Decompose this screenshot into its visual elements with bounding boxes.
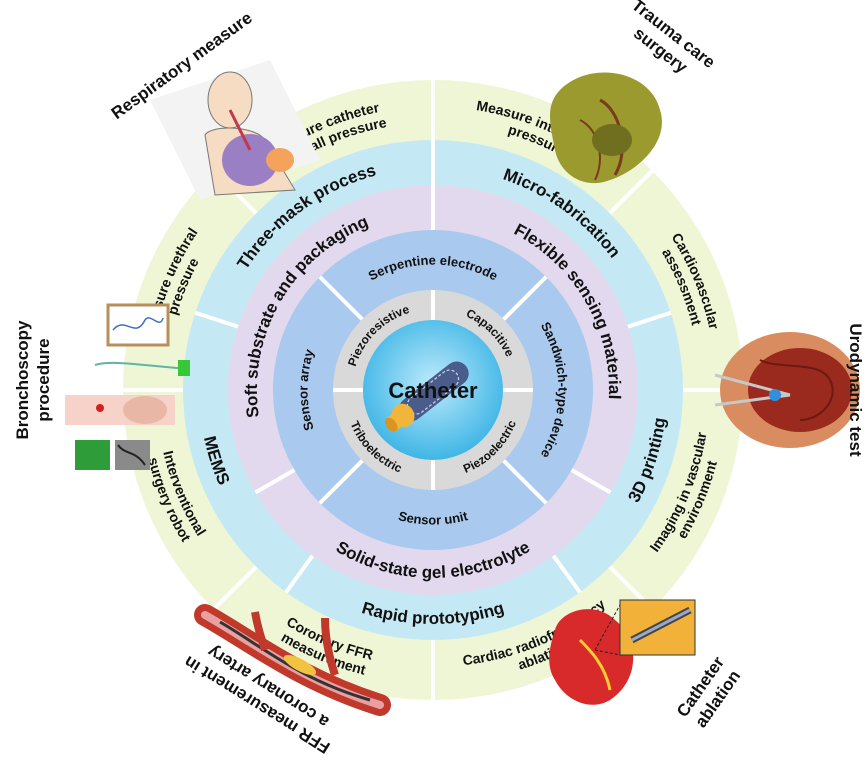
ring-divider [194, 310, 239, 329]
ring-divider [608, 169, 654, 215]
heart-illustration [549, 599, 696, 705]
ring-divider [254, 468, 296, 495]
coronary-artery-illustration [194, 604, 391, 716]
bronchoscopy-illustration [65, 303, 190, 470]
respiratory-illustration [150, 60, 320, 200]
procedure-label-urodynamic: Urodynamic test [846, 323, 865, 457]
ring-divider [318, 275, 364, 321]
procedure-label-trauma: Trauma caresurgery [615, 0, 719, 89]
ring-divider [212, 565, 258, 611]
broncho-line-2: procedure [34, 338, 53, 421]
structure-label: Sensor unit [397, 508, 470, 528]
ring-divider [551, 554, 582, 594]
catheter-illustration [384, 361, 469, 432]
pelvis-illustration [550, 72, 662, 184]
ring-divider [570, 468, 612, 495]
structure-label: Sensor array [295, 347, 316, 433]
procedure-illustrations [65, 60, 860, 716]
ring-divider [502, 459, 548, 505]
broncho-line-1: Bronchoscopy [13, 320, 32, 440]
procedure-label-ablation: Catheterablation [673, 653, 746, 733]
ring-divider [284, 554, 315, 594]
bladder-illustration [714, 332, 860, 448]
ring-divider [627, 310, 672, 329]
ring-divider [318, 459, 364, 505]
ring-divider [502, 275, 548, 321]
center-label: Catheter [388, 378, 478, 403]
